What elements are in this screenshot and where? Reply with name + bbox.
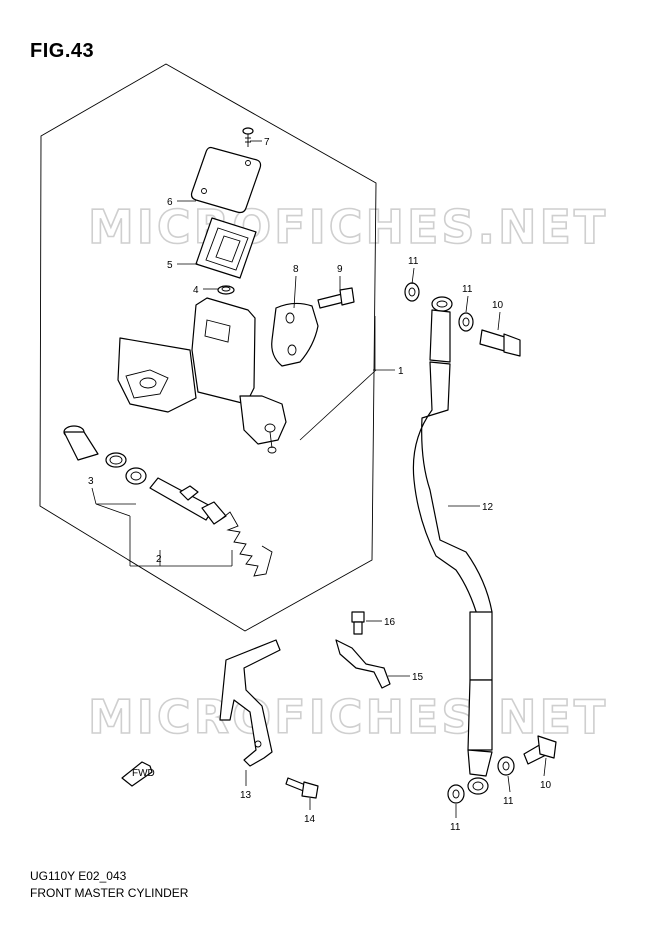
part-11-washer-c[interactable]: [497, 756, 515, 776]
callout-10-a: 10: [492, 300, 504, 311]
callout-9: 9: [337, 264, 343, 275]
callout-2: 2: [156, 554, 162, 565]
callout-5: 5: [167, 260, 173, 271]
part-10-union-bolt-top[interactable]: [479, 329, 521, 357]
diagram-name: FRONT MASTER CYLINDER: [30, 886, 189, 900]
callout-10-b: 10: [540, 780, 552, 791]
part-14-bolt[interactable]: [285, 777, 319, 799]
master-cylinder-body[interactable]: [117, 297, 287, 454]
part-3-bushing[interactable]: [63, 425, 147, 485]
part-11-washer-a[interactable]: [404, 282, 420, 302]
part-13-bracket[interactable]: [219, 639, 281, 767]
fwd-label: FWD: [132, 768, 155, 779]
part-10-union-bolt-bottom[interactable]: [523, 735, 557, 765]
watermark-top: MICROFICHES.NET: [88, 200, 608, 254]
callout-14: 14: [304, 814, 316, 825]
callout-15: 15: [412, 672, 424, 683]
part-11-washer-d[interactable]: [447, 784, 465, 804]
callout-7: 7: [264, 137, 270, 148]
forward-direction-arrow: FWD: [121, 761, 155, 787]
callout-8: 8: [293, 264, 299, 275]
watermark-bottom: MICROFICHES.NET: [88, 690, 608, 744]
part-6-reservoir-cap[interactable]: [190, 146, 262, 214]
part-15-hose-clamp[interactable]: [335, 639, 391, 689]
callout-12: 12: [482, 502, 494, 513]
callout-1: 1: [398, 366, 404, 377]
callout-16: 16: [384, 617, 396, 628]
part-5-diaphragm-plate[interactable]: [195, 217, 257, 279]
part-2-piston-kit[interactable]: [149, 477, 273, 577]
callout-11-d: 11: [450, 822, 461, 833]
assembly-outline: [39, 63, 377, 632]
callout-3: 3: [88, 476, 94, 487]
part-8-clamp[interactable]: [271, 302, 319, 367]
callout-11-b: 11: [462, 284, 473, 295]
callout-11-a: 11: [408, 256, 419, 267]
part-9-bolt[interactable]: [317, 287, 355, 309]
part-11-washer-b[interactable]: [458, 312, 474, 332]
part-12-brake-hose[interactable]: [412, 296, 493, 795]
leader-lines: [91, 140, 547, 818]
callout-6: 6: [167, 197, 173, 208]
part-7-screw[interactable]: [242, 127, 254, 147]
figure-title: FIG.43: [30, 40, 95, 62]
callout-13: 13: [240, 790, 252, 801]
part-16-bolt[interactable]: [351, 611, 365, 635]
callout-4: 4: [193, 285, 199, 296]
diagram-code: UG110Y E02_043: [30, 869, 127, 883]
callout-11-c: 11: [503, 796, 514, 807]
